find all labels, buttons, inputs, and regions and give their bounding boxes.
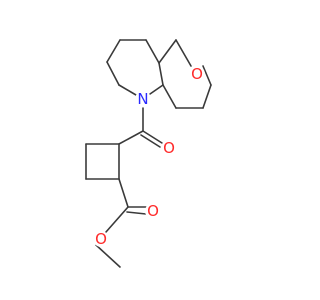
bond-layer <box>85 39 212 268</box>
ring-oxygen-atom: O <box>189 65 205 83</box>
amide-nitrogen-label: N <box>137 90 148 108</box>
ester-carbonyl-oxygen-label: O <box>147 202 159 220</box>
carbonyl-oxygen-label: O <box>163 139 175 157</box>
bond-c8a-c8 <box>162 84 177 109</box>
carbonyl-oxygen-atom: O <box>161 139 177 157</box>
bond-c4a-c4-top <box>145 39 160 64</box>
bond-c3-c2 <box>106 61 120 86</box>
bond-c2-n1 <box>118 84 137 96</box>
amide-nitrogen-atom: N <box>135 90 151 108</box>
bond-o6-c7 <box>202 65 212 86</box>
bond-carbonyl-cb1 <box>118 130 144 145</box>
bond-carbonyl-o-b <box>140 134 161 148</box>
bond-c7-c8 <box>202 84 212 109</box>
bond-carbonyl-o-a <box>142 130 163 144</box>
ring-oxygen-label: O <box>191 65 203 83</box>
molecule-structure-diagram: O N O O O <box>85 39 212 268</box>
bond-n1-c8a <box>149 84 164 95</box>
bond-ester-c-o-b <box>126 211 147 215</box>
ester-oxygen-label: O <box>95 230 107 248</box>
atom-label-layer: O N O O O <box>93 65 205 248</box>
bond-c4-c3 <box>106 39 121 63</box>
bond-ester-c-o <box>105 206 129 233</box>
ester-oxygen-atom: O <box>93 230 109 248</box>
bond-c8a-c4a <box>158 62 164 86</box>
bond-c5-o6 <box>175 39 192 67</box>
bond-cb2-ester-c <box>118 178 129 208</box>
ester-carbonyl-oxygen-atom: O <box>145 202 161 220</box>
bond-c4a-c5 <box>158 39 177 64</box>
bond-o-methyl <box>95 244 121 268</box>
